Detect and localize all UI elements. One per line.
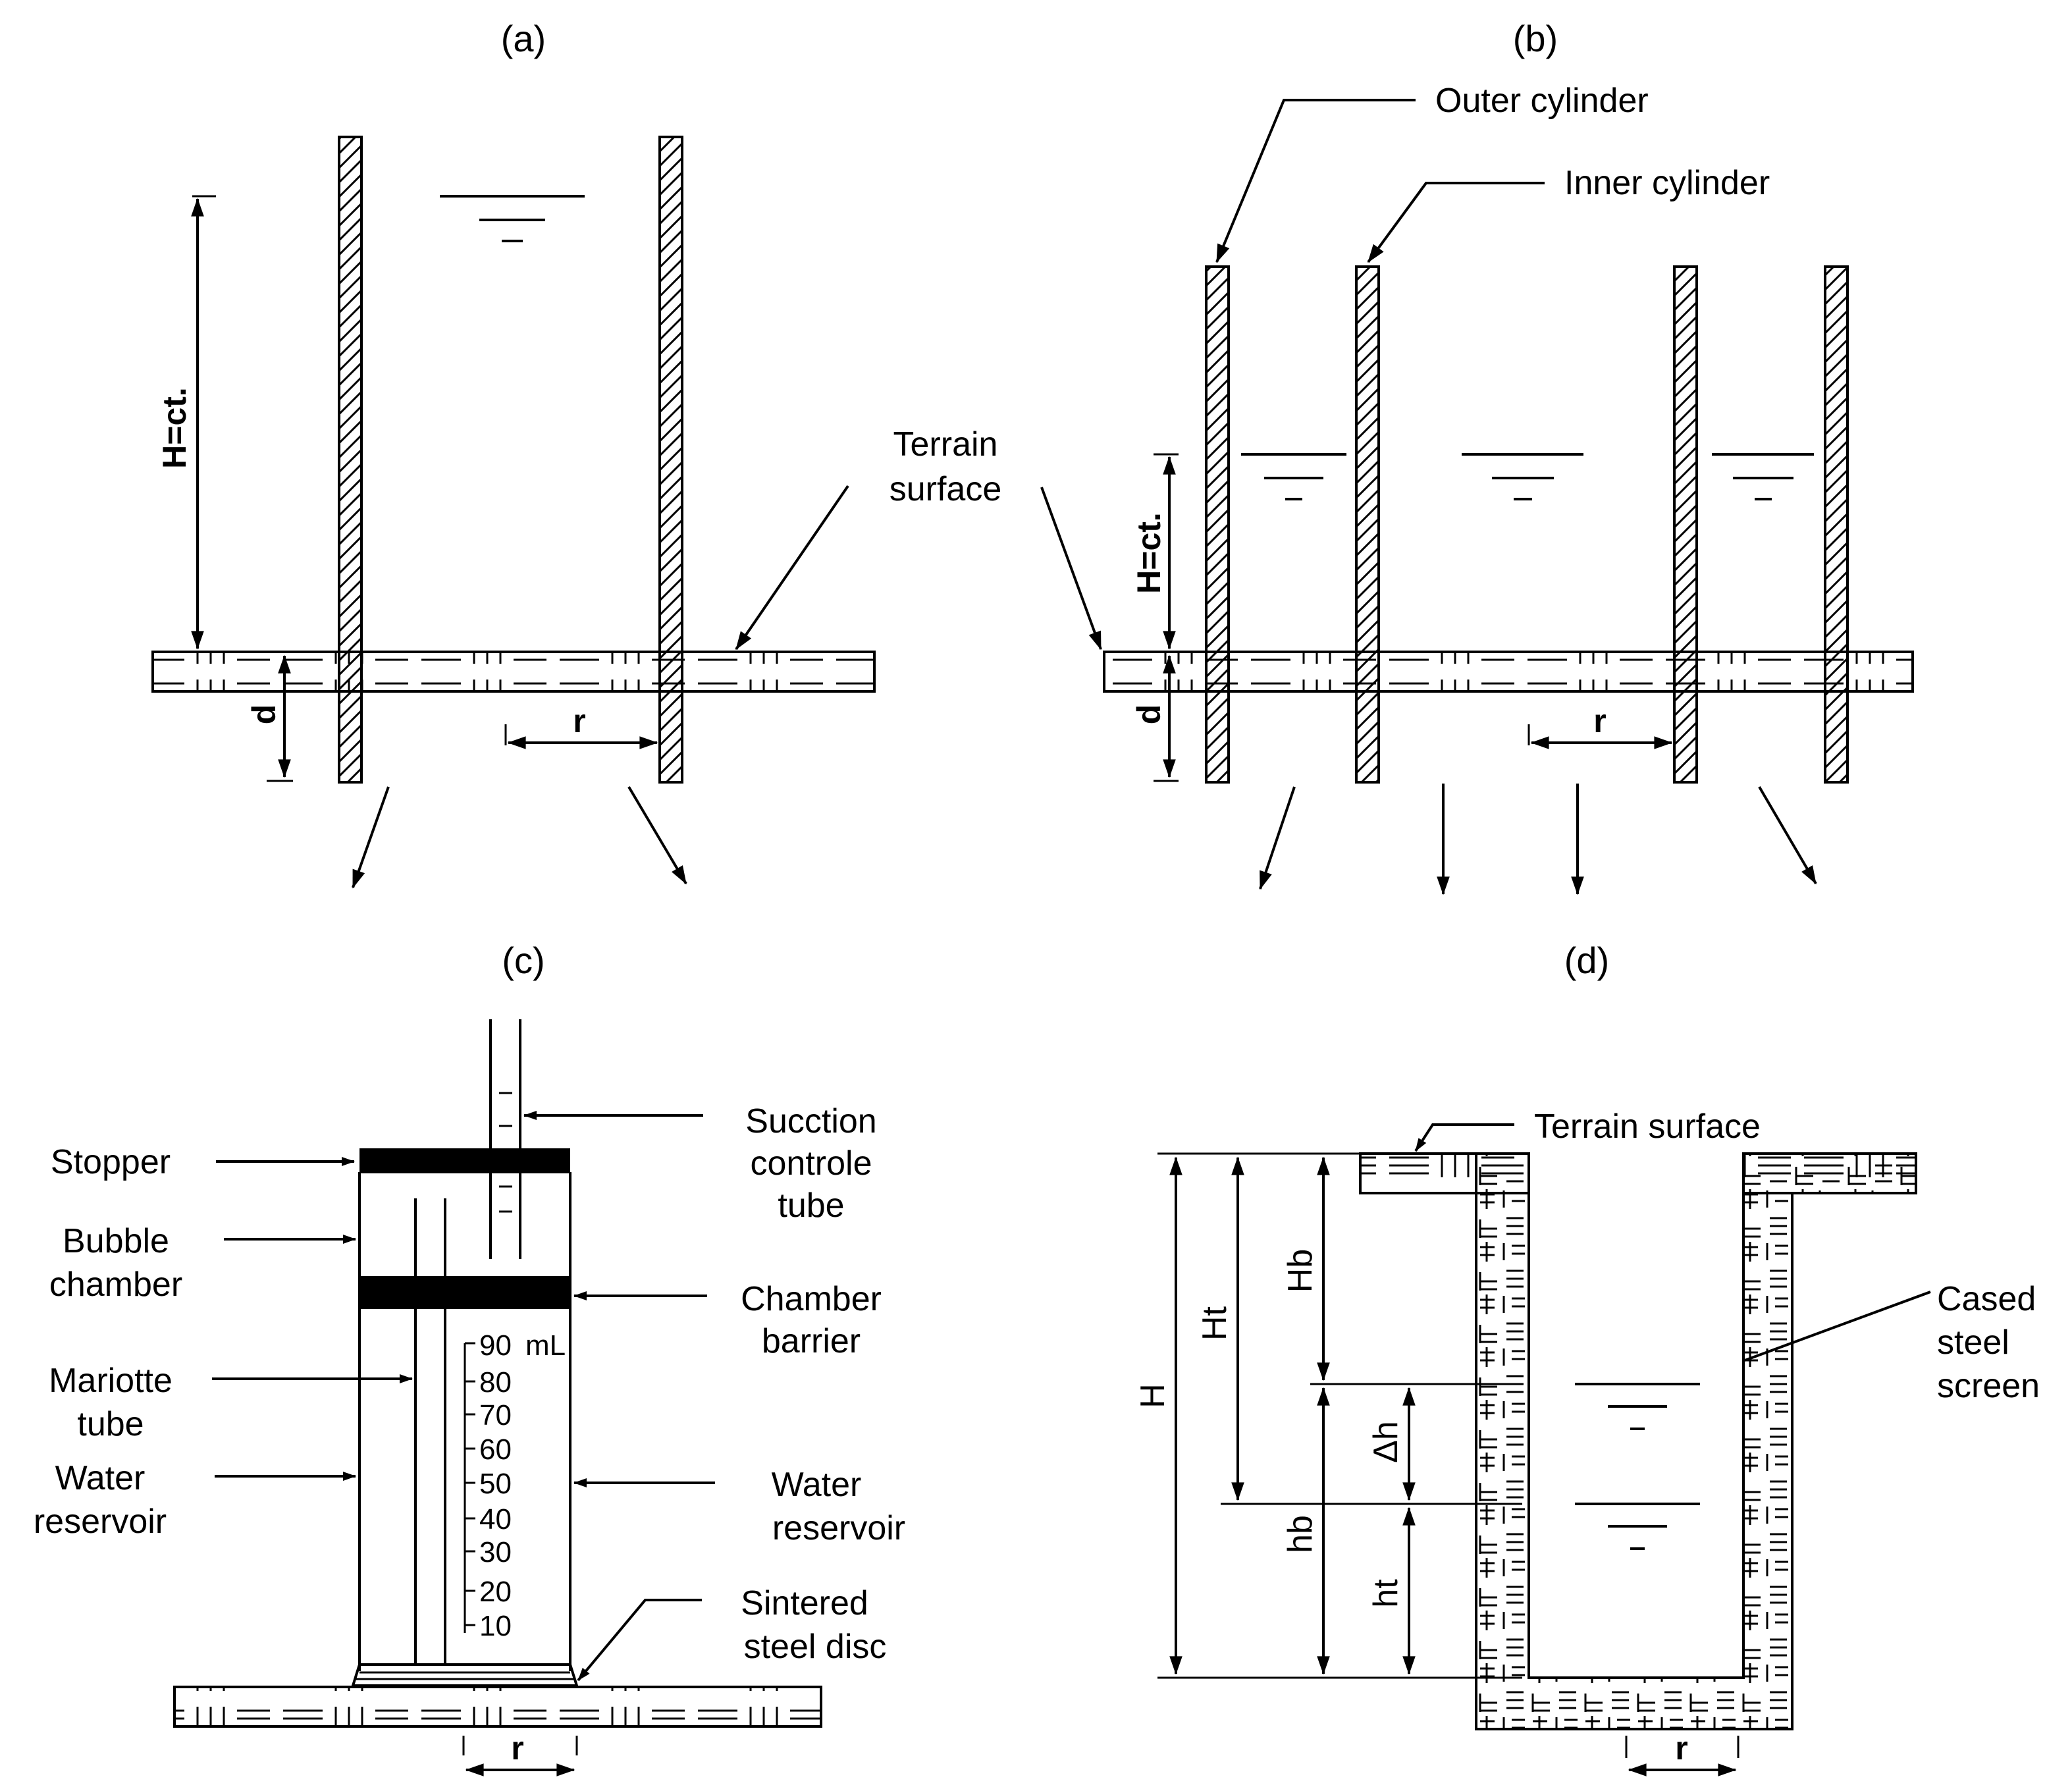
terrain-label-line1: Terrain — [893, 425, 998, 464]
radius-label: r — [573, 703, 585, 739]
radius-label: r — [1593, 703, 1606, 739]
level-reference-lines — [1157, 1383, 1522, 1679]
inner-cylinder-label: Inner cylinder — [1564, 164, 1770, 202]
sintered-disc-label-line1: Sintered — [741, 1584, 868, 1622]
panel-b-title: (b) — [1513, 18, 1558, 59]
head-label: H=ct. — [1130, 512, 1167, 594]
total-depth-label: H — [1134, 1383, 1172, 1408]
cased-steel-screen — [1475, 1152, 1917, 1730]
cased-screen-label-line2: steel — [1937, 1323, 2009, 1362]
flow-arrows — [352, 786, 687, 889]
panel-a-title: (a) — [501, 18, 546, 59]
scale-60: 60 — [479, 1433, 512, 1466]
outer-cylinder-wall-left — [1205, 265, 1230, 784]
permeameter-body — [351, 1148, 579, 1687]
head-dimension — [1154, 453, 1179, 650]
depth-dimensions — [1169, 1156, 1416, 1675]
bubble-chamber-label-line2: chamber — [49, 1266, 182, 1304]
scale-80: 80 — [479, 1366, 512, 1399]
outer-cylinder-wall-right — [1824, 265, 1849, 784]
Ht-label: Ht — [1196, 1306, 1234, 1341]
inner-cylinder-wall-right — [1673, 265, 1698, 784]
sintered-steel-disc — [351, 1663, 579, 1687]
flow-arrows — [1259, 784, 1817, 895]
outer-cylinder-leader — [1215, 99, 1416, 263]
water-level-symbol — [1241, 453, 1814, 500]
hb-label: hb — [1281, 1515, 1319, 1553]
water-level-symbol — [440, 195, 585, 242]
radius-label: r — [511, 1730, 523, 1767]
stopper-label: Stopper — [51, 1143, 171, 1181]
suction-tube-label-line3: tube — [778, 1187, 844, 1225]
suction-tube-label-line1: Sucction — [745, 1102, 876, 1140]
scale-20: 20 — [479, 1576, 512, 1608]
cylinder-wall-left — [338, 136, 363, 784]
volume-scale: 90 mL 80 70 60 50 40 30 20 10 — [464, 1329, 566, 1642]
terrain-layer — [173, 1686, 822, 1728]
radius-dimension — [1625, 1736, 1740, 1776]
panel-c: (c) — [34, 940, 905, 1776]
terrain-layer — [1103, 651, 1914, 693]
inner-cylinder-leader — [1367, 182, 1545, 263]
sintered-disc-label-line2: steel disc — [744, 1628, 887, 1666]
chamber-barrier-label-line2: barrier — [762, 1322, 861, 1360]
terrain-label-line2: surface — [890, 470, 1002, 508]
sintered-disc-leader — [577, 1599, 702, 1682]
depth-dimension — [267, 654, 293, 782]
delta-h-label: Δh — [1367, 1421, 1405, 1463]
scale-90: 90 — [479, 1329, 512, 1362]
depth-dimension — [1154, 654, 1179, 782]
bubble-chamber-label-line1: Bubble — [63, 1222, 169, 1260]
ht-label: ht — [1367, 1579, 1405, 1608]
panel-d: (d) H Ht Hb hb Δh ht — [1134, 940, 2040, 1776]
cased-screen-label-line3: screen — [1937, 1367, 2040, 1405]
scale-70: 70 — [479, 1399, 512, 1431]
terrain-leader — [1040, 487, 1102, 651]
panel-a: (a) H=ct. d r Terrain surface — [151, 18, 1002, 889]
panel-c-title: (c) — [502, 940, 545, 981]
stopper — [359, 1148, 570, 1173]
water-reservoir-left-label-line2: reservoir — [34, 1503, 167, 1541]
scale-40: 40 — [479, 1503, 512, 1535]
scale-30: 30 — [479, 1536, 512, 1568]
scale-10: 10 — [479, 1610, 512, 1642]
scale-unit: mL — [525, 1329, 566, 1362]
suction-control-tube — [489, 1019, 521, 1259]
Hb-label: Hb — [1281, 1249, 1319, 1293]
head-dimension — [191, 195, 216, 650]
water-reservoir-right-label-line2: reservoir — [772, 1509, 905, 1547]
water-reservoir-right-label-line1: Water — [772, 1466, 862, 1504]
inner-cylinder-wall-left — [1355, 265, 1380, 784]
water-level-symbol — [1575, 1383, 1700, 1550]
terrain-leader — [735, 485, 849, 651]
terrain-layer — [151, 651, 876, 693]
terrain-surface-label: Terrain surface — [1534, 1108, 1761, 1146]
radius-dimension — [1527, 724, 1673, 749]
suction-tube-label-line2: controle — [751, 1144, 872, 1183]
terrain-surface-leader — [1414, 1123, 1514, 1152]
cased-screen-label-line1: Cased — [1937, 1280, 2036, 1318]
panel-d-title: (d) — [1564, 940, 1609, 981]
scale-50: 50 — [479, 1468, 512, 1500]
mariotte-tube-label-line2: tube — [77, 1405, 144, 1443]
chamber-barrier — [359, 1276, 570, 1309]
mariotte-tube-label-line1: Mariotte — [49, 1362, 173, 1400]
depth-label: d — [1130, 705, 1167, 725]
head-label: H=ct. — [156, 387, 193, 469]
panel-b: (b) H=ct. d r — [1040, 18, 1914, 895]
radius-dimension — [462, 1736, 578, 1776]
radius-label: r — [1675, 1730, 1687, 1767]
water-reservoir-left-label-line1: Water — [55, 1459, 146, 1497]
radius-dimension — [504, 724, 658, 749]
outer-cylinder-label: Outer cylinder — [1435, 82, 1649, 120]
chamber-barrier-label-line1: Chamber — [741, 1280, 882, 1318]
cylinder-wall-right — [658, 136, 683, 784]
depth-label: d — [246, 705, 282, 725]
cased-screen-leader — [1744, 1291, 1931, 1362]
